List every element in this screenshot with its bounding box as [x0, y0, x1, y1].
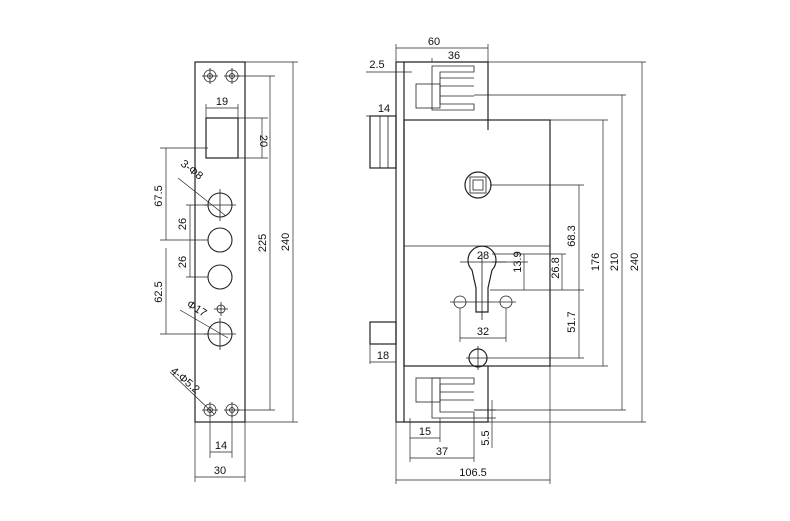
dim-14-front: 14: [209, 418, 233, 458]
lock-case: [403, 119, 551, 367]
dim-176: 176: [550, 119, 608, 367]
dimension-label: 36: [448, 50, 460, 62]
latch-left: [369, 115, 397, 169]
dimension-label: 5.5: [480, 430, 492, 445]
dim-26-b: 26: [177, 240, 208, 278]
dimension-label: 240: [629, 253, 641, 271]
dim-5-5: 5.5: [474, 400, 496, 448]
dim-18: 18: [369, 344, 397, 364]
dim-37: 37: [409, 418, 475, 462]
dimension-label: 32: [477, 326, 489, 338]
front-view: 19 20 225 240 67.5 26: [153, 61, 298, 482]
spindle-hub: [464, 171, 492, 199]
dimension-label: 30: [214, 465, 226, 477]
dim-13-9: 13.9: [492, 251, 528, 290]
dimension-label: 18: [377, 350, 389, 362]
dim-60: 60: [395, 36, 489, 62]
dim-240-side: 240: [488, 61, 646, 423]
dimension-label: 4-Φ5.2: [168, 365, 202, 396]
dim-240: 240: [245, 61, 298, 423]
dimension-label: 62.5: [153, 281, 165, 302]
latch-opening: [205, 117, 239, 159]
dimension-label: 20: [257, 135, 269, 147]
dim-106-5: 106.5: [395, 366, 551, 484]
dim-15: 15: [409, 418, 441, 442]
top-screw-holes: [202, 68, 240, 84]
leader-4-phi5-2: 4-Φ5.2: [168, 365, 215, 415]
lower-tab: [369, 321, 397, 345]
dim-30-front: 30: [194, 422, 246, 482]
dimension-label: 67.5: [153, 185, 165, 206]
dim-68-3: 68.3: [490, 184, 584, 290]
dimension-label: 3-Φ8: [178, 158, 205, 183]
dim-28: 28: [460, 250, 506, 263]
dimension-label: 13.9: [512, 251, 524, 272]
cylinder-profile: [450, 245, 516, 320]
bottom-screw-holes: [202, 402, 240, 418]
dim-210: 210: [474, 94, 626, 411]
dim-20: 20: [238, 117, 269, 159]
faceplate-outline: [194, 61, 246, 423]
bottom-follower: [466, 346, 490, 370]
dimension-label: 14: [378, 103, 390, 115]
dim-36: 36: [431, 50, 488, 63]
bolt-holes: [204, 189, 236, 350]
side-faceplate: [395, 61, 405, 423]
dimension-label: 26.8: [550, 257, 562, 278]
dimension-label: Φ17: [184, 298, 208, 319]
dim-32: 32: [459, 308, 507, 342]
dimension-label: 19: [216, 96, 228, 108]
dim-2-5: 2.5: [366, 59, 412, 73]
dim-62-5: 62.5: [153, 248, 208, 335]
dim-67-5: 67.5: [153, 147, 208, 241]
dimension-label: 2.5: [369, 59, 384, 71]
dim-26-a: 26: [177, 204, 208, 240]
dimension-label: 37: [436, 446, 448, 458]
dim-225: 225: [238, 75, 275, 411]
dimension-label: 26: [177, 218, 189, 230]
dimension-label: 15: [419, 426, 431, 438]
dimension-label: 240: [280, 233, 292, 251]
dim-14-side: 14: [366, 103, 396, 117]
dimension-label: 28: [477, 250, 489, 262]
dimension-label: 60: [428, 36, 440, 48]
dim-19: 19: [205, 96, 239, 118]
dimension-label: 176: [590, 253, 602, 271]
dimension-label: 26: [177, 256, 189, 268]
dimension-label: 210: [609, 253, 621, 271]
dimension-label: 68.3: [566, 225, 578, 246]
bottom-bolt-assembly: [404, 366, 489, 423]
side-view: 60 36 2.5 14 240 210 176: [366, 36, 646, 484]
dimension-label: 51.7: [566, 311, 578, 332]
dim-26-8: 26.8: [492, 253, 566, 290]
dimension-label: 106.5: [459, 467, 487, 479]
dimension-label: 225: [257, 234, 269, 252]
dim-51-7: 51.7: [490, 289, 584, 359]
dimension-label: 14: [215, 440, 227, 452]
